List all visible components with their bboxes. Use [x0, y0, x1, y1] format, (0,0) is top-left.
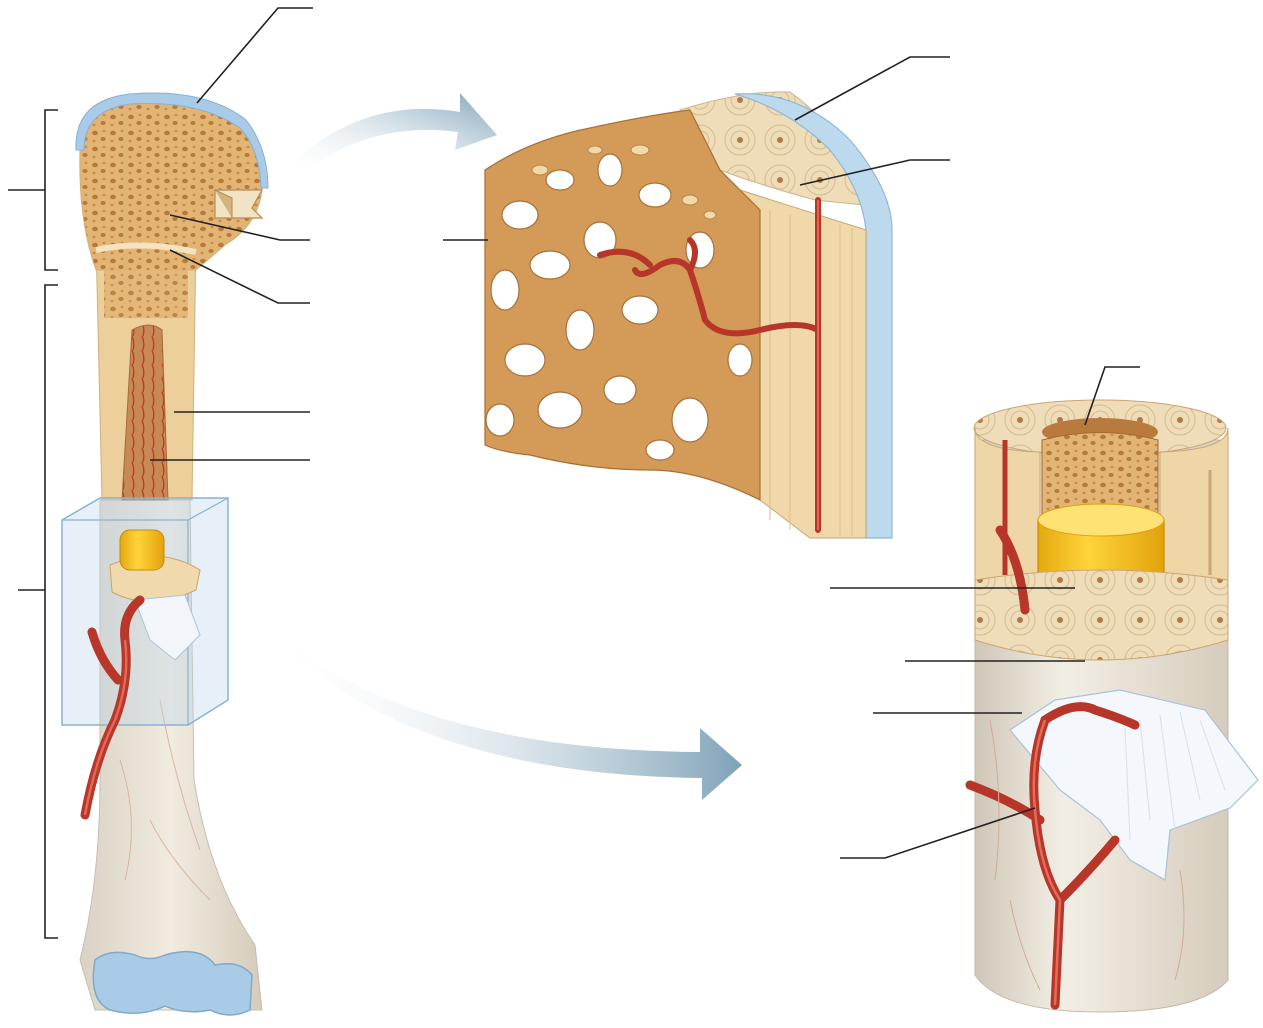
long-bone [8, 93, 268, 1015]
compact-bone-disk [975, 570, 1228, 660]
arrow-to-spongy-detail [285, 93, 497, 175]
arrow-to-shaft-detail [262, 620, 742, 800]
shaft-cross-section [970, 400, 1258, 1012]
leader-articular-cartilage [197, 8, 313, 103]
leader-periosteum-top [795, 57, 950, 120]
diaphysis-bracket [18, 285, 58, 938]
spongy-compact-block [485, 92, 892, 538]
magnified-region-box [62, 498, 228, 725]
epiphysis-bracket [8, 110, 58, 270]
